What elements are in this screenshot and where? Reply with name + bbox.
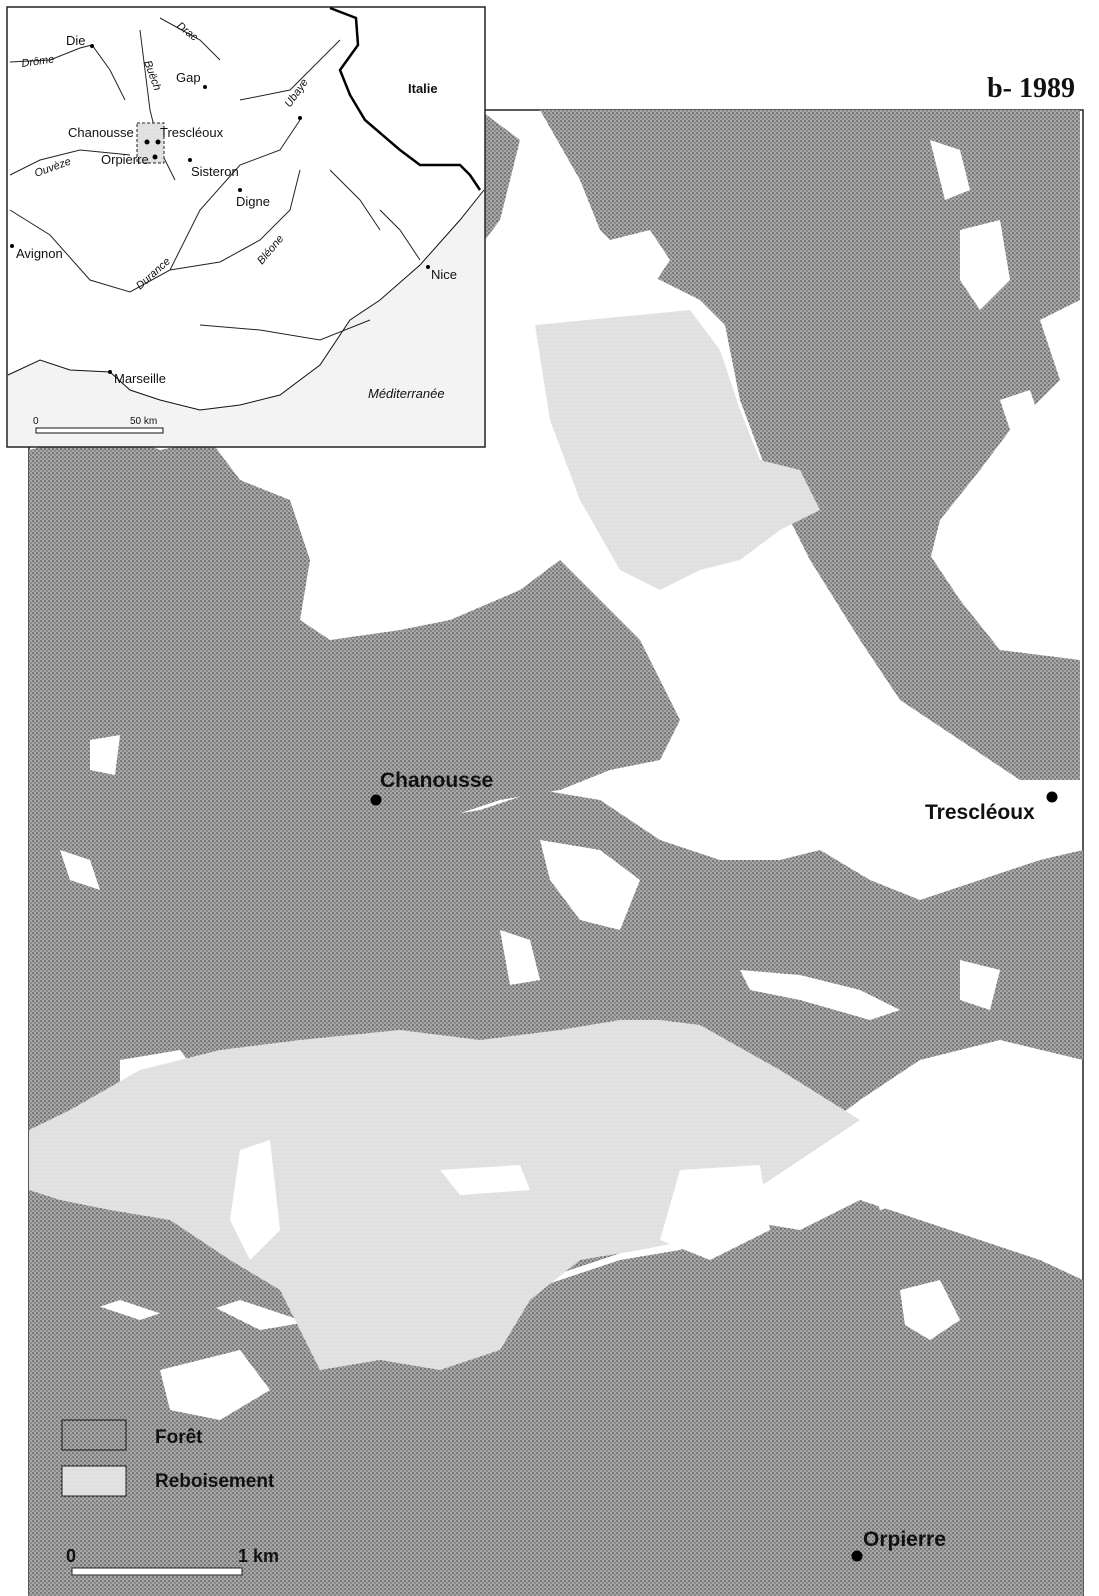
river-bleone: [169, 169, 301, 271]
inset-border: [329, 6, 482, 191]
map-title: b- 1989: [987, 73, 1075, 104]
town-marker: [851, 1550, 863, 1562]
clearing: [900, 1280, 960, 1340]
legend: Forêt Reboisement: [61, 1419, 275, 1497]
clearing: [160, 1350, 270, 1420]
river-buech: [139, 29, 176, 181]
inset-marker-ubaye: [298, 116, 302, 120]
legend-label-reforestation: Reboisement: [155, 1471, 275, 1492]
inset-marker-die: [90, 44, 94, 48]
forest-patch: [29, 1200, 1083, 1596]
inset-scale-rect: [35, 427, 164, 434]
town-marker: [1046, 791, 1058, 803]
inset-label-trescleoux: Trescléoux: [160, 125, 224, 140]
town-chanousse: Chanousse: [370, 769, 493, 806]
town-label: Orpierre: [863, 1528, 946, 1551]
inset-river-drome: Drôme: [21, 53, 55, 69]
forest-patch: [380, 1490, 640, 1596]
inset-scale-end: 50 km: [130, 416, 157, 427]
town-orpierre: Orpierre: [851, 1528, 946, 1562]
inset-marker-avignon: [10, 244, 14, 248]
inset-marker-trescleoux: [155, 139, 161, 145]
inset-map: Die Gap Chanousse Trescléoux Orpierre Si…: [6, 6, 486, 448]
town-label: Chanousse: [380, 769, 493, 792]
river-ubaye: [239, 39, 341, 101]
legend-swatch-reforestation: [61, 1465, 127, 1497]
clearing: [610, 230, 670, 290]
river-verdon: [199, 319, 371, 341]
scale-end: 1 km: [238, 1546, 279, 1566]
inset-label-digne: Digne: [236, 194, 270, 209]
town-marker: [370, 794, 382, 806]
reforestation-patch: [535, 310, 820, 590]
inset-marker-orpierre: [152, 154, 158, 160]
inset-coastline: [7, 189, 485, 411]
forest-patch: [640, 1540, 840, 1596]
inset-label-marseille: Marseille: [114, 371, 166, 386]
inset-marker-digne: [238, 188, 242, 192]
open-areas-2: [230, 1140, 770, 1260]
clearing: [1000, 390, 1040, 430]
inset-label-die: Die: [66, 33, 86, 48]
river-small: [329, 169, 381, 231]
river-ouveze: [9, 149, 131, 176]
legend-label-forest: Forêt: [155, 1427, 203, 1448]
clearing: [440, 1165, 530, 1195]
scale-rect: [71, 1567, 243, 1576]
clearing: [540, 840, 640, 930]
river-var: [379, 209, 421, 261]
forest-patch: [29, 430, 680, 870]
legend-swatch-forest: [61, 1419, 127, 1451]
scale-start: 0: [66, 1546, 76, 1566]
inset-label-nice: Nice: [431, 267, 457, 282]
clearing: [60, 850, 100, 890]
inset-marker-gap: [203, 85, 207, 89]
clearing: [960, 960, 1000, 1010]
inset-rivers: [9, 17, 421, 341]
clearing: [230, 1140, 280, 1260]
inset-label-orpierre: Orpierre: [101, 152, 149, 167]
river-drac: [159, 17, 221, 61]
inset-label-italie: Italie: [408, 81, 438, 96]
inset-marker-sisteron: [188, 158, 192, 162]
clearing: [90, 735, 120, 775]
clearing: [660, 1165, 770, 1260]
inset-marker-chanousse: [144, 139, 150, 145]
inset-label-gap: Gap: [176, 70, 201, 85]
forest-patch: [700, 115, 1080, 780]
inset-marker-nice: [426, 265, 430, 269]
inset-sea-area: [8, 190, 484, 446]
inset-label-sisteron: Sisteron: [191, 164, 239, 179]
town-trescleoux: Trescléoux: [925, 791, 1058, 824]
reforestation-patch: [29, 1020, 860, 1370]
clearing: [930, 140, 970, 200]
inset-scale-start: 0: [33, 416, 39, 427]
scale-bar: 0 1 km: [66, 1546, 279, 1576]
inset-marker-marseille: [108, 370, 112, 374]
reforestation-areas: [29, 310, 860, 1370]
inset-city-markers: [10, 44, 430, 374]
town-label: Trescléoux: [925, 801, 1035, 824]
clearing: [860, 1150, 920, 1210]
river-drome: [9, 44, 126, 101]
inset-label-sea: Méditerranée: [368, 386, 445, 401]
clearing: [500, 930, 540, 985]
clearing: [740, 970, 900, 1020]
inset-label-avignon: Avignon: [16, 246, 63, 261]
clearing: [960, 220, 1010, 310]
inset-label-chanousse: Chanousse: [68, 125, 134, 140]
